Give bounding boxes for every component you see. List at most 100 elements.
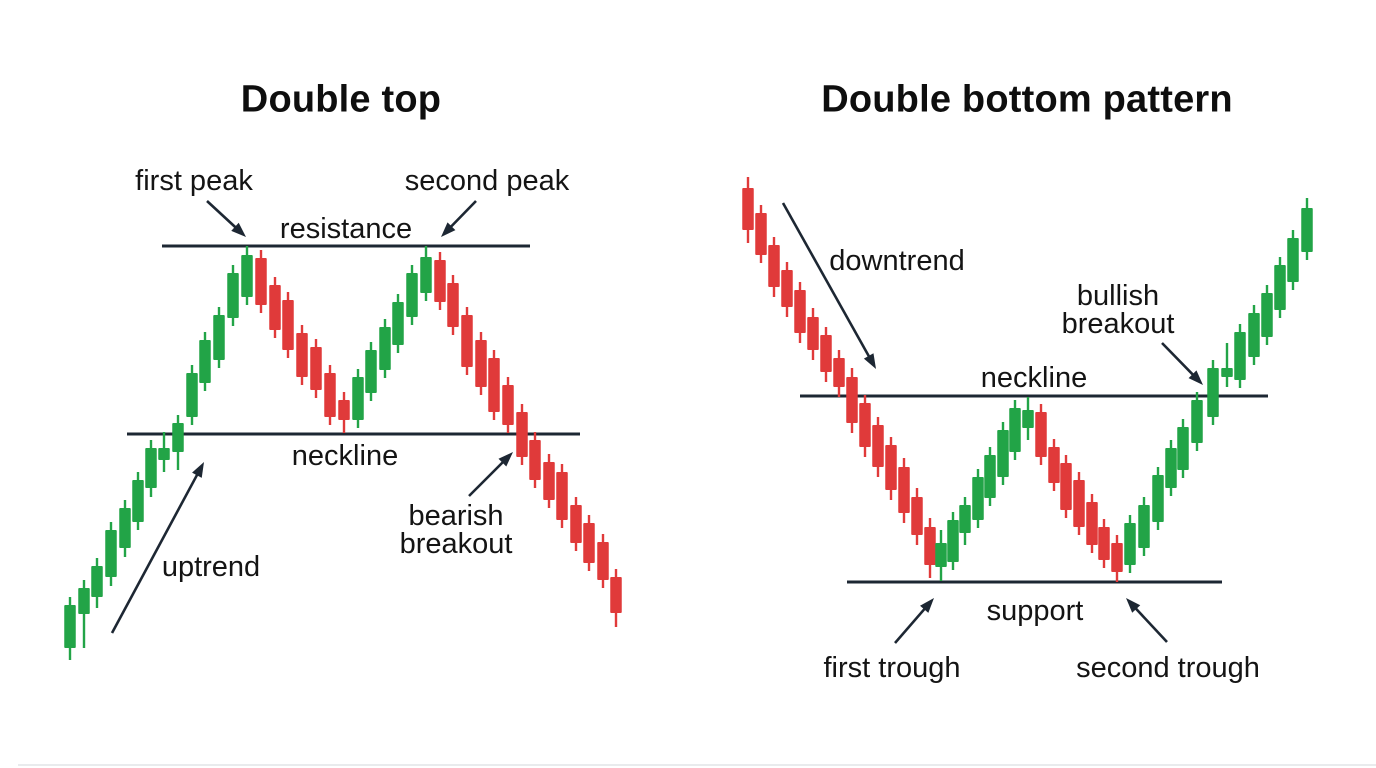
candle-body-bearish [1098, 527, 1110, 560]
candle-body-bearish [583, 523, 595, 563]
candle-body-bearish [529, 440, 541, 480]
bullish-breakout-arrow [1161, 342, 1196, 378]
bearish-breakout-arrow-head [498, 452, 513, 467]
label-bullish-breakout: bullish breakout [1061, 280, 1175, 340]
candle-body-bearish [1073, 480, 1085, 527]
candle-body-bearish [898, 467, 910, 513]
candle-body-bearish [434, 260, 446, 302]
candle-body-bearish [269, 285, 281, 330]
right-chart-title: Double bottom pattern [821, 78, 1233, 121]
candle-body-bullish [1301, 208, 1313, 252]
candle-body-bullish [1152, 475, 1164, 522]
candle-body-bearish [502, 385, 514, 425]
candle-body-bullish [91, 566, 103, 597]
bearish-breakout-arrow [468, 459, 506, 497]
candle-body-bullish [78, 588, 90, 614]
candle-body-bearish [742, 188, 754, 230]
candle-body-bearish [911, 497, 923, 535]
downtrend-arrow-head [863, 353, 876, 369]
candle-body-bullish [1287, 238, 1299, 282]
candle-body-bearish [1086, 502, 1098, 545]
candle-body-bullish [199, 340, 211, 383]
label-resistance: resistance [279, 213, 413, 245]
candle-body-bearish [807, 317, 819, 350]
candle-body-bullish [352, 377, 364, 420]
candle-body-bearish [255, 258, 267, 305]
candle-body-bullish [997, 430, 1009, 477]
candle-body-bearish [755, 213, 767, 255]
candle-body-bullish [1124, 523, 1136, 565]
candle-body-bullish [365, 350, 377, 393]
candle-body-bearish [447, 283, 459, 327]
candle-body-bearish [1111, 543, 1123, 572]
candle-body-bullish [1022, 410, 1034, 428]
candle-body-bearish [516, 412, 528, 457]
uptrend-arrow [110, 471, 200, 634]
first-trough-arrow [894, 606, 928, 644]
candle-body-bearish [324, 373, 336, 417]
candle-body-bearish [872, 425, 884, 467]
candle-body-bullish [1009, 408, 1021, 452]
candle-body-bearish [768, 245, 780, 287]
candle-body-bearish [475, 340, 487, 387]
label-support: support [986, 595, 1084, 627]
candle-body-bullish [972, 477, 984, 520]
candle-body-bullish [1274, 265, 1286, 310]
candle-body-bearish [597, 542, 609, 580]
candle-body-bearish [338, 400, 350, 420]
left-chart-title: Double top [240, 78, 442, 121]
candle-body-bullish [172, 423, 184, 452]
candle-body-bearish [794, 290, 806, 333]
downtrend-arrow [781, 202, 872, 360]
first-peak-arrow-head [231, 222, 246, 237]
candle-body-bullish [1191, 400, 1203, 443]
candle-body-bullish [1207, 368, 1219, 417]
first-trough-arrow-head [920, 598, 934, 613]
candle-body-bullish [379, 327, 391, 370]
candle-body-bullish [145, 448, 157, 488]
label-neckline-right: neckline [980, 362, 1088, 394]
candle-body-bullish [213, 315, 225, 360]
candle-body-bullish [1165, 448, 1177, 488]
second-peak-arrow [448, 200, 477, 230]
candle-body-bullish [132, 480, 144, 522]
candle-body-bearish [1048, 447, 1060, 483]
candle-body-bearish [296, 333, 308, 377]
candle-body-bearish [833, 358, 845, 387]
candle-body-bearish [859, 403, 871, 447]
candle-body-bullish [227, 273, 239, 318]
label-first-trough: first trough [823, 652, 961, 684]
candle-body-bearish [885, 445, 897, 490]
candle-body-bearish [820, 335, 832, 372]
candle-body-bearish [846, 377, 858, 423]
candle-body-bullish [1261, 293, 1273, 337]
candle-body-bullish [119, 508, 131, 548]
candle-body-bullish [392, 302, 404, 345]
candle-body-bullish [158, 448, 170, 460]
label-uptrend: uptrend [161, 551, 261, 583]
uptrend-arrow-head [192, 462, 204, 478]
first-peak-arrow [206, 200, 239, 230]
candle-body-bullish [186, 373, 198, 417]
candle-body-bullish [959, 505, 971, 533]
candle-body-bullish [984, 455, 996, 498]
candle-body-bullish [1177, 427, 1189, 470]
candle-body-bullish [406, 273, 418, 317]
candle-body-bearish [488, 358, 500, 412]
candle-body-bearish [781, 270, 793, 307]
candle-body-bullish [105, 530, 117, 577]
candle-body-bullish [1248, 313, 1260, 357]
candle-body-bullish [420, 257, 432, 293]
candle-body-bearish [1060, 463, 1072, 510]
candle-body-bearish [543, 462, 555, 500]
candle-body-bearish [1035, 412, 1047, 457]
bullish-breakout-arrow-head [1188, 370, 1203, 385]
label-downtrend: downtrend [829, 245, 965, 277]
second-trough-arrow [1133, 605, 1168, 643]
candle-body-bearish [924, 527, 936, 565]
candle-body-bullish [241, 255, 253, 297]
candle-body-bullish [947, 520, 959, 562]
candle-body-bearish [310, 347, 322, 390]
